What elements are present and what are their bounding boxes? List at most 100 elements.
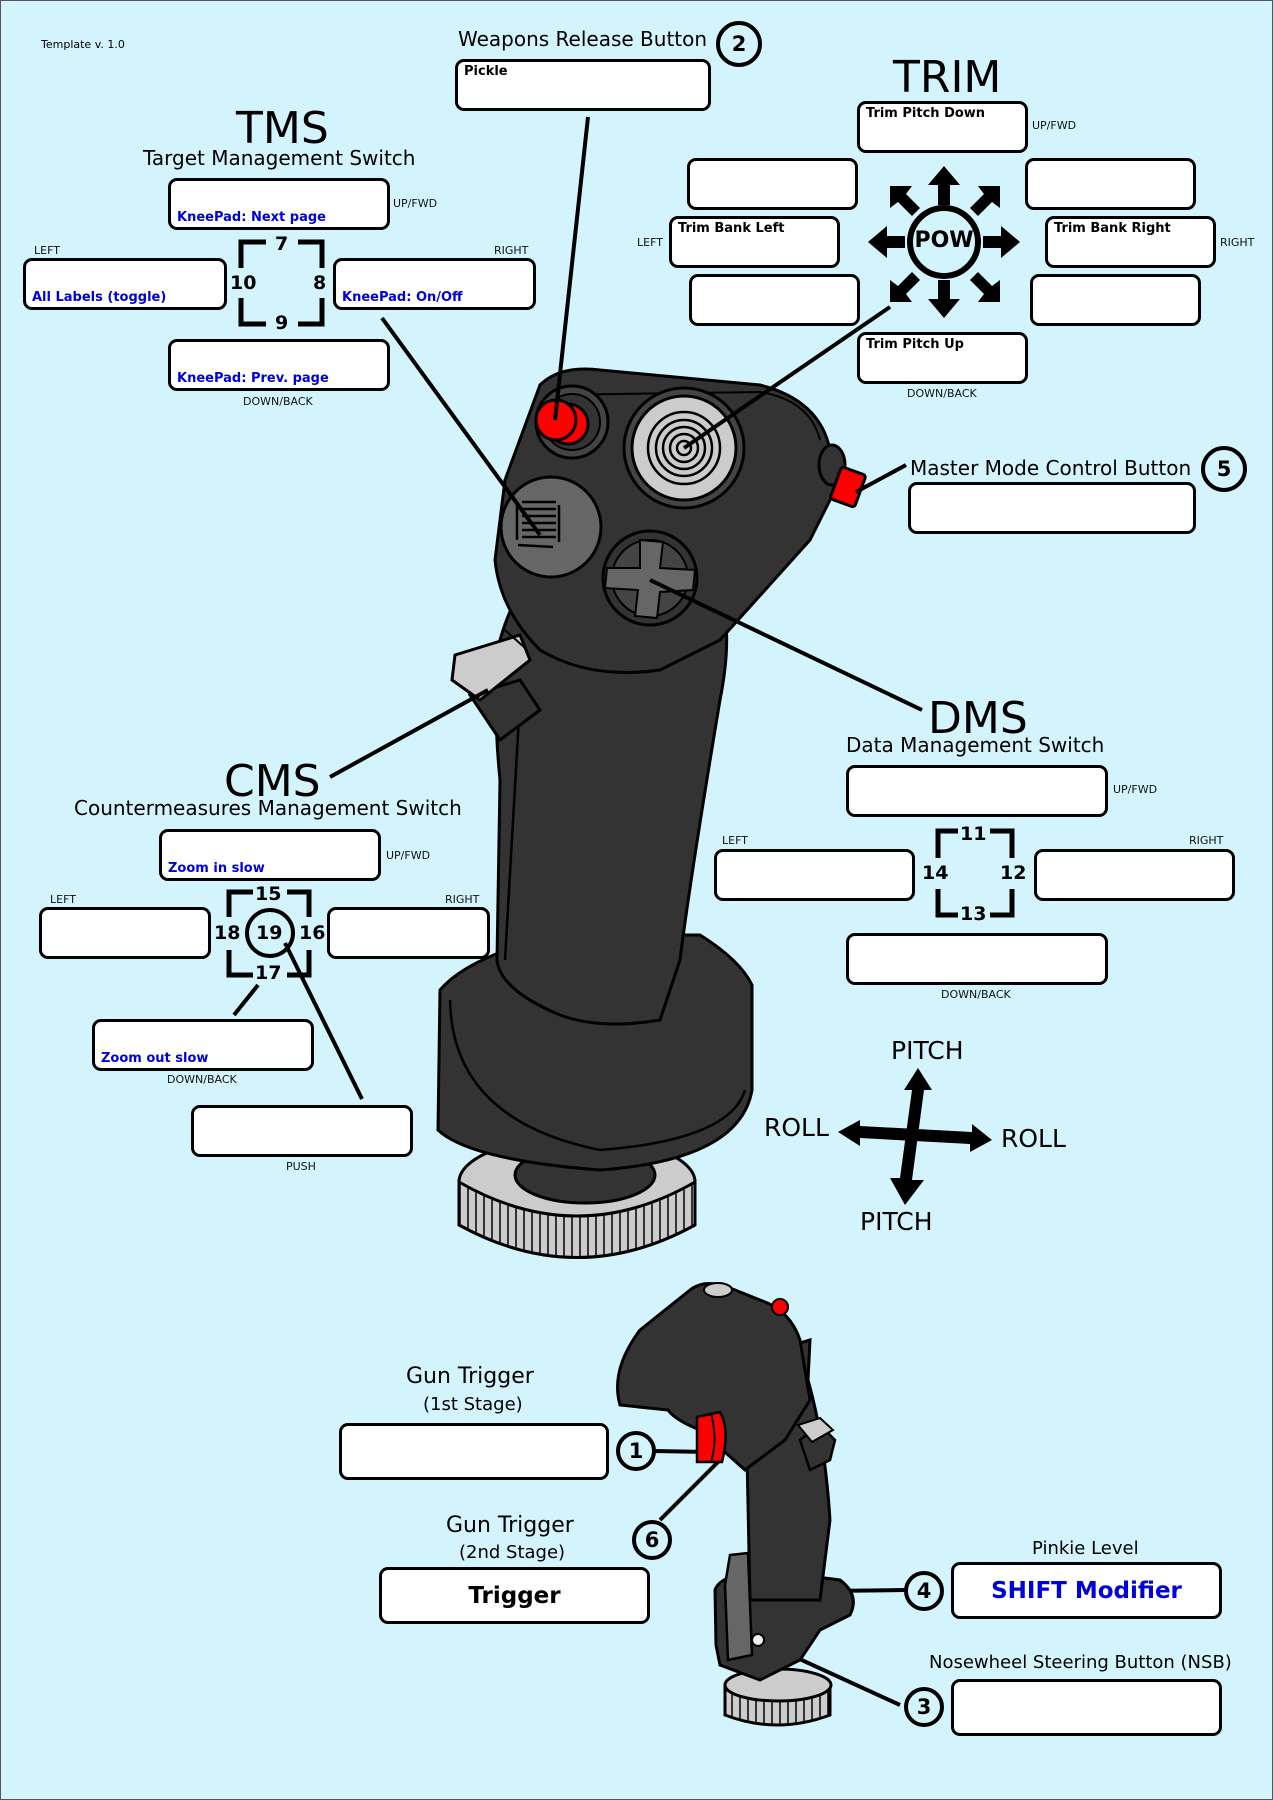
trim-right-box[interactable]: Trim Bank Right	[1045, 216, 1216, 268]
cms-bracket	[226, 889, 312, 978]
nsb-box[interactable]	[951, 1679, 1222, 1736]
tms-title: TMS	[236, 103, 329, 154]
trim-direction-arrows	[868, 166, 1020, 318]
cms-up-direction: UP/FWD	[386, 849, 431, 862]
trim-title: TRIM	[893, 52, 1002, 103]
dms-hat-graphic	[601, 529, 699, 627]
axis-pitch-up-label: PITCH	[891, 1036, 964, 1065]
cms-push-direction: PUSH	[286, 1160, 316, 1173]
gun-trigger-1-box[interactable]	[339, 1423, 609, 1480]
tms-subtitle: Target Management Switch	[143, 146, 416, 170]
nsb-title: Nosewheel Steering Button (NSB)	[929, 1652, 1232, 1673]
trim-left-direction: LEFT	[637, 236, 663, 249]
cms-up-box[interactable]: Zoom in slow	[159, 829, 381, 881]
trim-left-label: Trim Bank Left	[678, 221, 785, 236]
cms-push-box[interactable]	[191, 1105, 413, 1157]
axis-roll-right-label: ROLL	[1001, 1124, 1066, 1153]
dms-right-box[interactable]	[1034, 849, 1235, 901]
gun-trigger-2-box[interactable]: Trigger	[379, 1567, 650, 1624]
master-mode-title: Master Mode Control Button	[910, 456, 1192, 480]
dms-up-box[interactable]	[846, 765, 1108, 817]
gun-trigger-2-title: Gun Trigger	[446, 1513, 574, 1538]
master-mode-badge: 5	[1201, 446, 1247, 492]
cms-push-ring	[245, 908, 295, 958]
master-mode-box[interactable]	[908, 482, 1196, 534]
dms-title: DMS	[928, 693, 1028, 744]
tms-left-number: 10	[230, 272, 257, 294]
dms-right-number: 12	[1000, 862, 1027, 884]
trim-up-box[interactable]: Trim Pitch Down	[857, 101, 1028, 153]
axis-arrows	[838, 1068, 992, 1205]
cms-left-direction: LEFT	[50, 893, 76, 906]
tms-down-label: KneePad: Prev. page	[177, 371, 329, 386]
trim-up-direction: UP/FWD	[1032, 119, 1077, 132]
trim-up-label: Trim Pitch Down	[866, 106, 986, 121]
cms-down-label: Zoom out slow	[101, 1051, 209, 1066]
pinkie-badge: 4	[904, 1571, 944, 1611]
tms-up-direction: UP/FWD	[393, 197, 438, 210]
pinkie-box[interactable]: SHIFT Modifier	[951, 1562, 1222, 1619]
trim-down-box[interactable]: Trim Pitch Up	[857, 332, 1028, 384]
cms-right-box[interactable]	[327, 907, 490, 959]
tms-up-box[interactable]: KneePad: Next page	[168, 178, 390, 230]
side-stick	[616, 1282, 855, 1727]
dms-left-direction: LEFT	[722, 834, 748, 847]
tms-right-label: KneePad: On/Off	[342, 290, 463, 305]
gun-trigger-1-stage: (1st Stage)	[423, 1394, 523, 1415]
weapons-release-title: Weapons Release Button	[458, 27, 708, 51]
cms-title: CMS	[224, 756, 321, 807]
gun-trigger-1-badge: 1	[616, 1431, 656, 1471]
trim-up-right-box[interactable]	[1025, 158, 1196, 210]
tms-left-direction: LEFT	[34, 244, 60, 257]
tms-left-label: All Labels (toggle)	[32, 290, 167, 305]
axis-roll-left-label: ROLL	[764, 1113, 829, 1142]
trim-down-direction: DOWN/BACK	[907, 387, 977, 400]
dms-subtitle: Data Management Switch	[846, 733, 1105, 757]
tms-down-box[interactable]: KneePad: Prev. page	[168, 339, 390, 391]
trim-right-label: Trim Bank Right	[1054, 221, 1171, 236]
weapons-release-box[interactable]: Pickle	[455, 59, 711, 111]
axis-pitch-down-label: PITCH	[860, 1207, 933, 1236]
dms-bracket	[935, 828, 1015, 918]
pickle-button-graphic	[534, 384, 610, 460]
trim-up-left-box[interactable]	[687, 158, 858, 210]
trim-down-left-box[interactable]	[689, 274, 860, 326]
tms-bracket	[238, 239, 325, 327]
cms-left-box[interactable]	[39, 907, 211, 959]
trim-pow-ring	[907, 205, 981, 279]
trim-down-right-box[interactable]	[1030, 274, 1201, 326]
dms-left-box[interactable]	[714, 849, 915, 901]
dms-up-number: 11	[960, 823, 987, 845]
dms-down-box[interactable]	[846, 933, 1108, 985]
tms-right-number: 8	[313, 272, 327, 294]
cms-up-number: 15	[255, 883, 282, 905]
gun-trigger-2-stage: (2nd Stage)	[459, 1542, 566, 1563]
weapons-release-label: Pickle	[464, 64, 508, 79]
nsb-badge: 3	[904, 1687, 944, 1727]
master-mode-button-graphic	[817, 443, 867, 509]
cms-down-direction: DOWN/BACK	[167, 1073, 237, 1086]
tms-right-box[interactable]: KneePad: On/Off	[333, 258, 536, 310]
gun-trigger-2-badge: 6	[632, 1520, 672, 1560]
template-version: Template v. 1.0	[41, 38, 125, 51]
tms-right-direction: RIGHT	[494, 244, 529, 257]
cms-down-number: 17	[255, 962, 282, 984]
cms-up-label: Zoom in slow	[168, 861, 265, 876]
gun-trigger-1-title: Gun Trigger	[406, 1364, 534, 1389]
cms-right-number: 16	[299, 922, 326, 944]
dms-up-direction: UP/FWD	[1113, 783, 1158, 796]
dms-left-number: 14	[922, 862, 949, 884]
weapons-release-badge: 2	[716, 21, 762, 67]
trim-down-label: Trim Pitch Up	[866, 337, 964, 352]
tms-down-direction: DOWN/BACK	[243, 395, 313, 408]
gun-trigger-2-label: Trigger	[468, 1582, 561, 1609]
pinkie-label: SHIFT Modifier	[991, 1577, 1182, 1604]
tms-hat-graphic	[499, 475, 603, 579]
trim-right-direction: RIGHT	[1220, 236, 1255, 249]
trim-left-box[interactable]: Trim Bank Left	[669, 216, 840, 268]
tms-left-box[interactable]: All Labels (toggle)	[23, 258, 227, 310]
cms-down-box[interactable]: Zoom out slow	[92, 1019, 314, 1071]
pinkie-title: Pinkie Level	[1032, 1538, 1139, 1559]
cms-left-number: 18	[214, 922, 241, 944]
